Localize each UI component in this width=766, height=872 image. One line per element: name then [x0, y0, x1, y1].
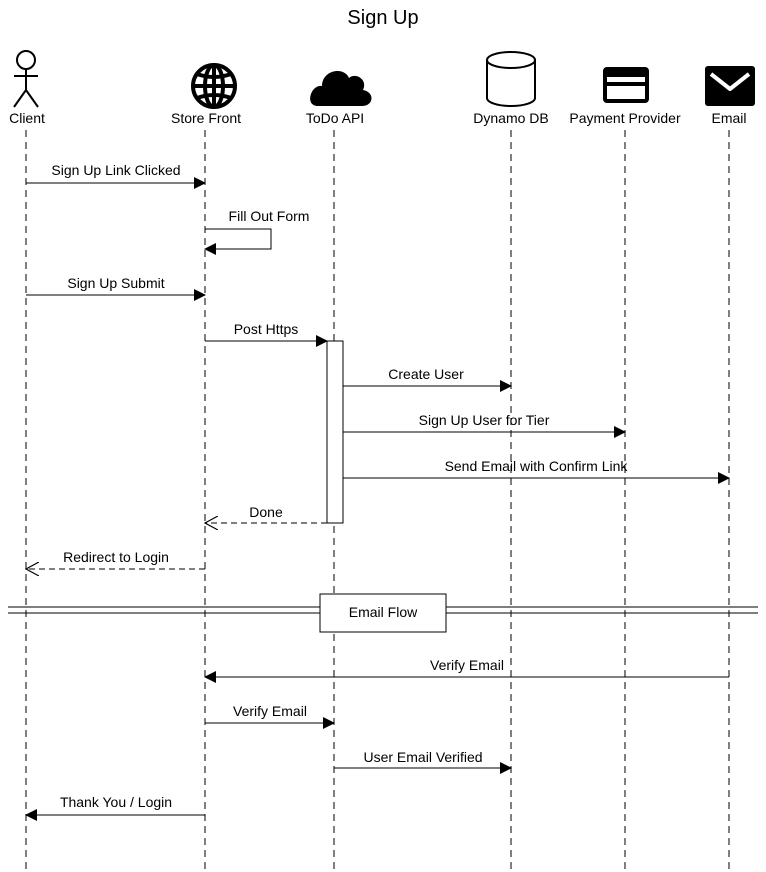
participant-label-payment-provider: Payment Provider [569, 110, 681, 126]
message-label: Send Email with Confirm Link [445, 458, 629, 474]
participant-label-dynamo-db: Dynamo DB [473, 110, 548, 126]
credit-card-icon [603, 67, 649, 103]
participant-label-store-front: Store Front [171, 110, 241, 126]
database-icon [486, 51, 536, 107]
message-label: Verify Email [233, 703, 307, 719]
message-label: Sign Up Link Clicked [51, 162, 180, 178]
actor-icon [13, 50, 39, 108]
message-arrow [204, 228, 272, 255]
message-label: Create User [388, 366, 464, 382]
message-label: Done [249, 504, 283, 520]
message-label: Sign Up User for Tier [419, 412, 550, 428]
divider-label: Email Flow [349, 604, 418, 620]
message-label: Redirect to Login [63, 549, 169, 565]
participant-label-todo-api: ToDo API [306, 110, 364, 126]
mail-icon [705, 66, 755, 106]
participant-label-client: Client [9, 110, 45, 126]
participant-label-email: Email [711, 110, 746, 126]
globe-icon [191, 63, 237, 109]
message-label: Verify Email [430, 657, 504, 673]
message-label: Post Https [234, 321, 299, 337]
divider-email-flow: Email Flow [8, 593, 758, 633]
message-label: Fill Out Form [229, 208, 310, 224]
diagram-title: Sign Up [347, 7, 418, 29]
cloud-icon [310, 71, 372, 106]
activation-bar-todo-api [326, 340, 344, 524]
message-label: User Email Verified [363, 749, 482, 765]
message-label: Sign Up Submit [67, 275, 164, 291]
message-label: Thank You / Login [60, 794, 172, 810]
